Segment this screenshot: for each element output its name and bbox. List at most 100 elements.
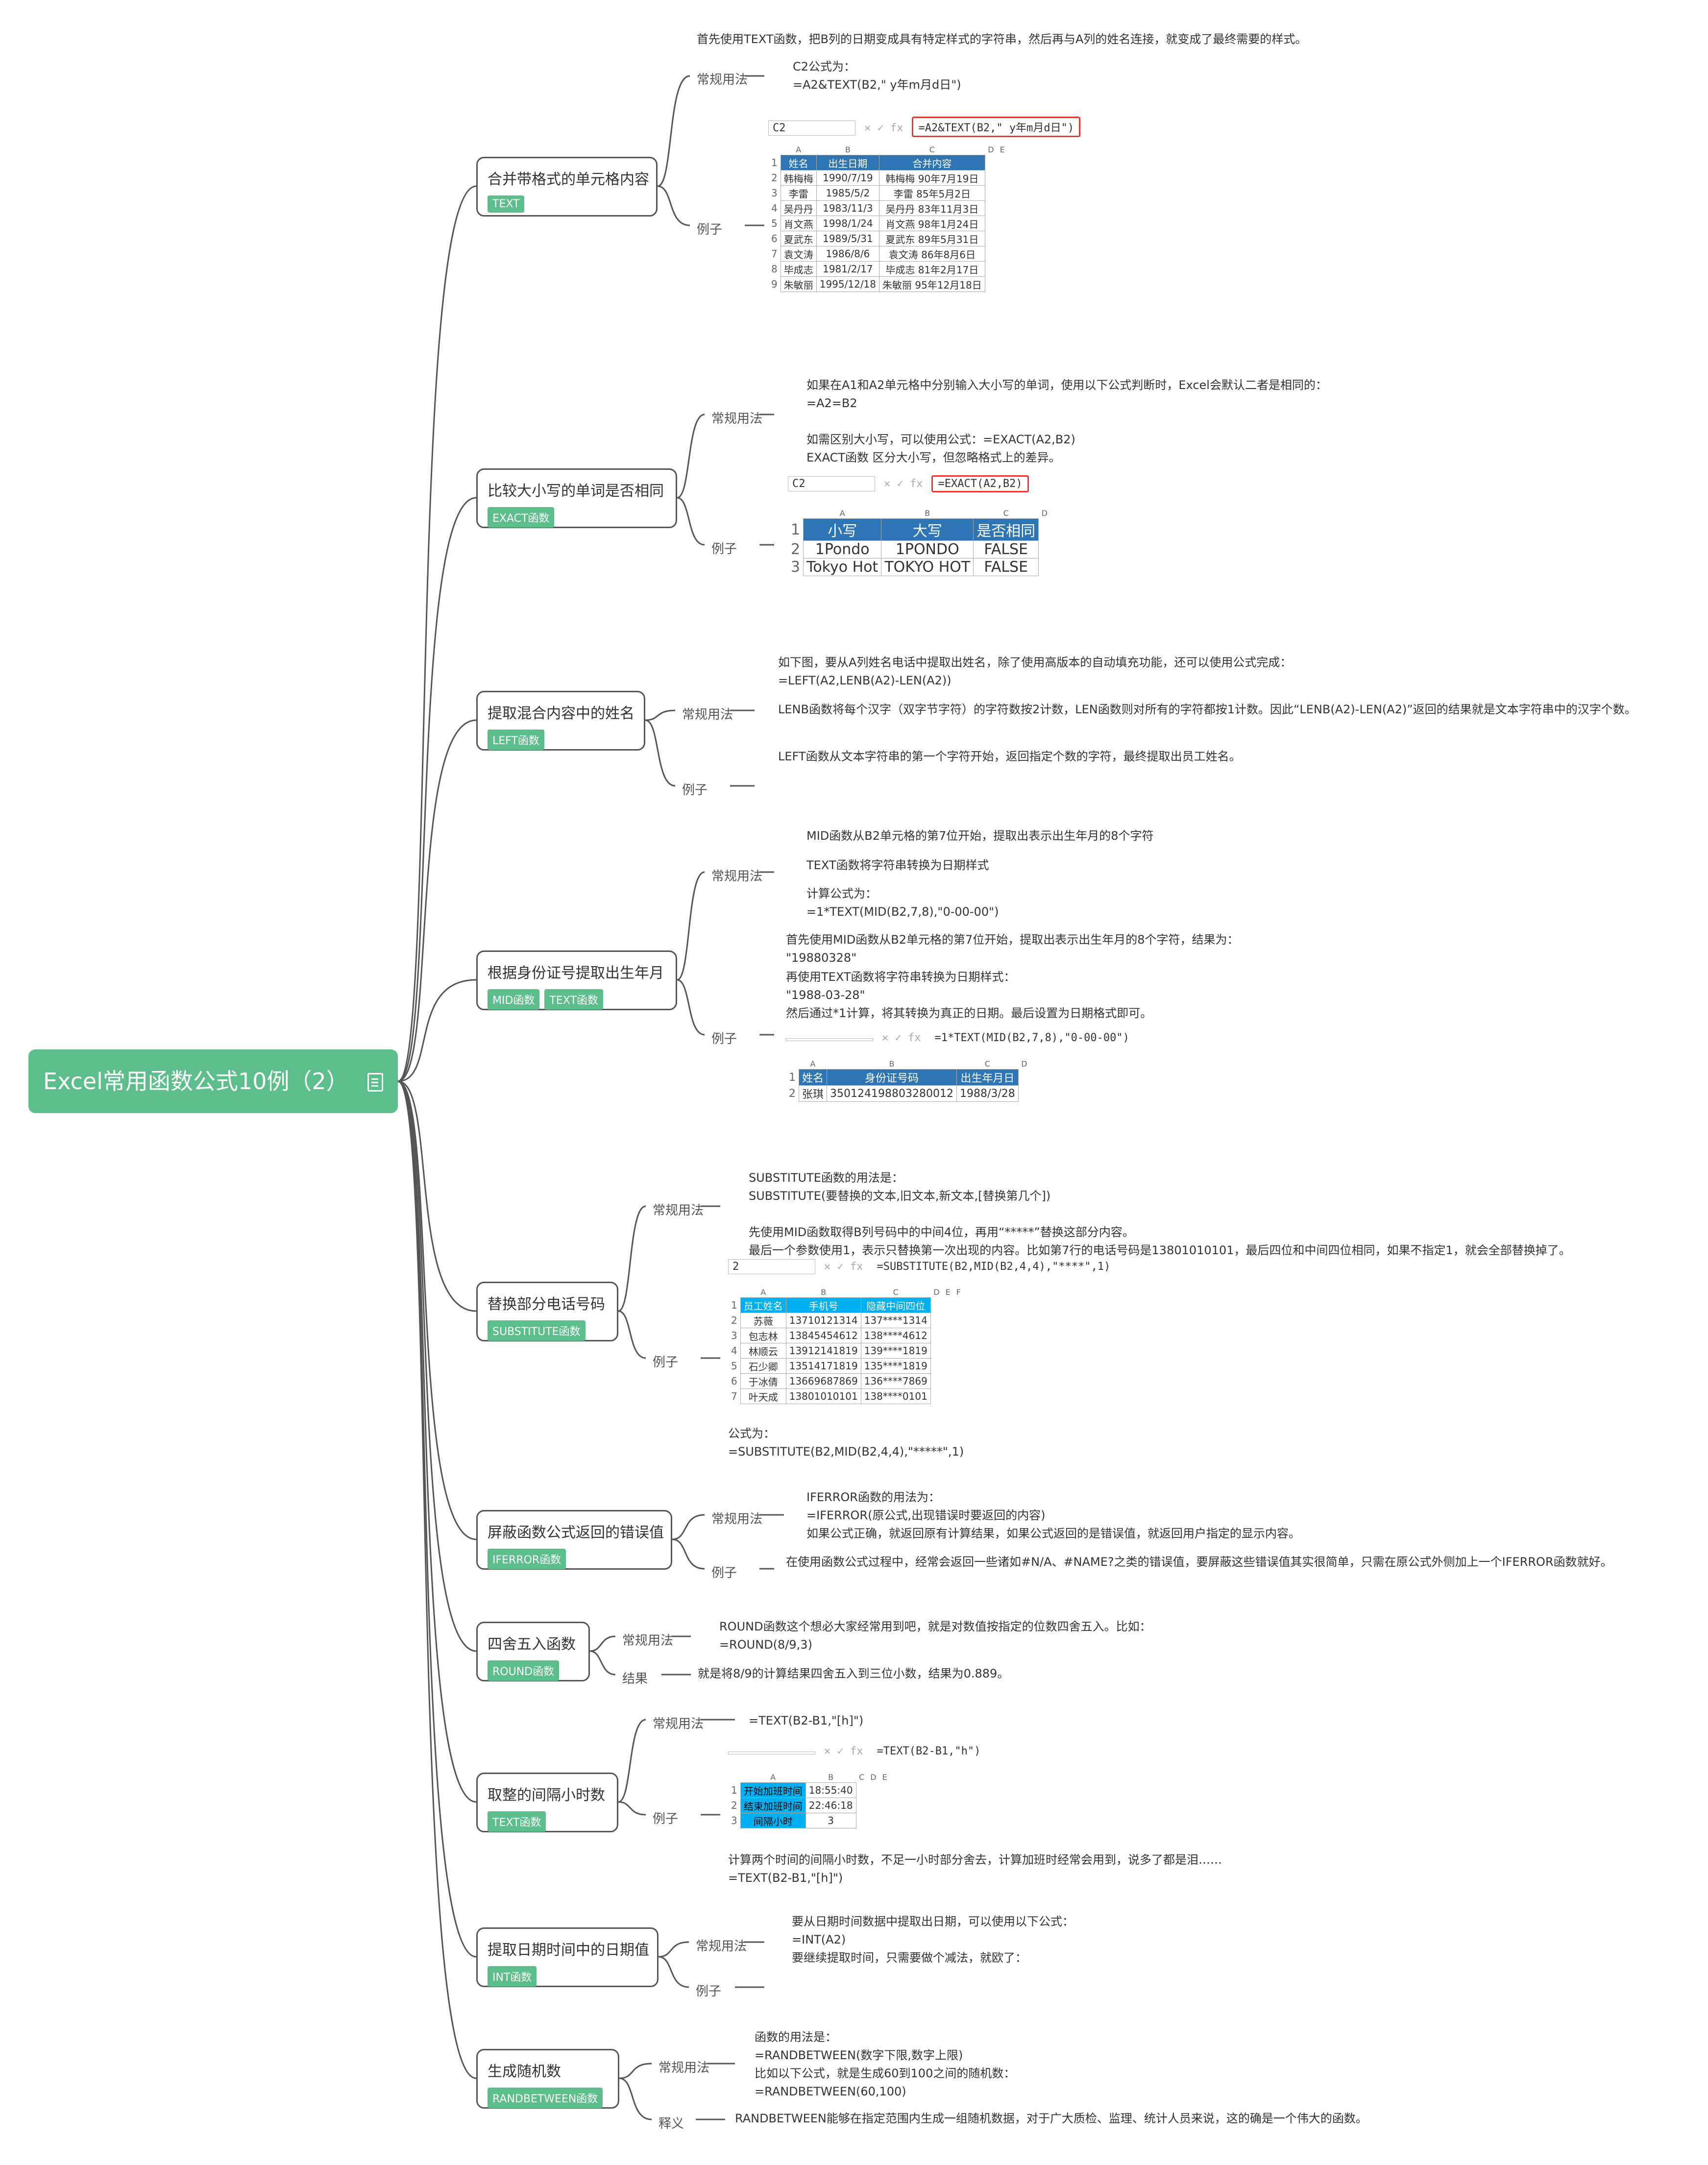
connector-line	[657, 185, 690, 226]
name-box[interactable]: C2	[788, 476, 875, 491]
label-usage: 常规用法	[711, 412, 763, 426]
usage-text: 如果在A1和A2单元格中分别输入大小写的单词，使用以下公式判断时，Excel会默…	[806, 378, 1327, 464]
topic-id-birthdate[interactable]: 根据身份证号提取出生年月 MID函数 TEXT函数	[476, 950, 677, 1010]
usage-text: LENB函数将每个汉字（双字节字符）的字符数按2计数，LEN函数则对所有的字符都…	[778, 703, 1636, 716]
connector-line	[677, 414, 705, 499]
header-cell: 出生日期	[816, 155, 880, 170]
usage-text: LEFT函数从文本字符串的第一个字符开始，返回指定个数的字符，最终提取出员工姓名…	[778, 750, 1241, 763]
label-usage: 常规用法	[711, 869, 763, 884]
meaning-text: RANDBETWEEN能够在指定范围内生成一组随机数据，对于广大质检、监理、统计…	[735, 2112, 1367, 2125]
data-cell: FALSE	[973, 540, 1039, 559]
connector-line	[645, 709, 676, 721]
data-cell: 138****0101	[860, 1388, 931, 1404]
formula-bar: 2✕ ✓ fx=SUBSTITUTE(B2,MID(B2,4,4),"****"…	[728, 1259, 1115, 1279]
topic-substitute-phone[interactable]: 替换部分电话号码 SUBSTITUTE函数	[476, 1282, 618, 1341]
row-number: 2	[791, 541, 801, 558]
row-number: 1	[768, 155, 781, 170]
label-example: 例子	[682, 783, 708, 798]
data-cell: 吴丹丹	[780, 200, 817, 216]
connector-line	[657, 75, 690, 187]
topic-merge-format[interactable]: 合并带格式的单元格内容 TEXT	[476, 157, 658, 217]
connector-line	[619, 2077, 652, 2120]
formula-text: =TEXT(B2-B1,"h")	[877, 1745, 981, 1757]
header-cell: 小写	[803, 518, 882, 541]
connector-line	[672, 1538, 705, 1570]
row-number: 8	[771, 263, 778, 275]
label-example: 例子	[711, 1566, 737, 1581]
column-header: E	[879, 1772, 890, 1783]
name-box[interactable]: 2	[728, 1259, 815, 1274]
data-cell: 袁文涛	[780, 246, 817, 262]
column-header: C	[856, 1772, 868, 1783]
topic-extract-name[interactable]: 提取混合内容中的姓名 LEFT函数	[476, 691, 645, 751]
row-number: 5	[771, 218, 778, 229]
formula-bar: C2✕ ✓ fx=A2&TEXT(B2," y年m月d日")	[768, 117, 1081, 137]
tag: TEXT函数	[488, 1811, 546, 1832]
connector-line	[677, 497, 705, 546]
data-cell: 毕成志 81年2月17日	[879, 261, 985, 277]
column-header: E	[997, 144, 1008, 155]
row-number: 2	[771, 172, 778, 184]
header-cell: 大写	[881, 518, 974, 541]
topic-title: 提取混合内容中的姓名	[488, 705, 634, 722]
connector-line	[397, 1080, 477, 1652]
name-box[interactable]: C2	[768, 121, 855, 136]
data-cell: 张琪	[798, 1085, 828, 1102]
data-cell: 13710121314	[785, 1313, 861, 1328]
connector-line	[658, 1941, 689, 1958]
connector-line	[397, 497, 477, 1082]
formula-bar: ✕ ✓ fx=1*TEXT(MID(B2,7,8),"0-00-00")	[786, 1031, 1134, 1050]
header-cell: 员工姓名	[740, 1297, 786, 1313]
formula-icons: ✕ ✓ fx	[824, 1745, 863, 1757]
topic-compare-case[interactable]: 比较大小写的单词是否相同 EXACT函数	[476, 468, 677, 528]
topic-iferror[interactable]: 屏蔽函数公式返回的错误值 IFERROR函数	[476, 1510, 672, 1570]
usage-text: 如下图，要从A列姓名电话中提取出姓名，除了使用高版本的自动填充功能，还可以使用公…	[778, 656, 1292, 687]
row-number: 3	[771, 187, 778, 199]
name-box[interactable]	[728, 1751, 815, 1754]
label-example: 例子	[711, 1032, 737, 1046]
data-cell: TOKYO HOT	[881, 558, 974, 576]
header-cell: 手机号	[785, 1297, 861, 1313]
column-header: B	[805, 1772, 856, 1783]
formula-bar: ✕ ✓ fx =TEXT(B2-B1,"h")	[728, 1744, 985, 1764]
connector-line	[589, 1635, 616, 1652]
label-example: 例子	[653, 1812, 679, 1826]
header-cell: 出生年月日	[956, 1069, 1019, 1086]
topic-randbetween[interactable]: 生成随机数 RANDBETWEEN函数	[476, 2049, 619, 2109]
topic-title: 屏蔽函数公式返回的错误值	[488, 1524, 664, 1541]
column-header: C	[973, 508, 1039, 519]
data-cell: 1986/8/6	[816, 246, 880, 262]
data-cell: 苏薇	[740, 1313, 786, 1328]
data-cell: 朱敏丽	[780, 276, 817, 292]
data-cell: 139****1819	[860, 1343, 931, 1359]
label-usage: 常规用法	[659, 2061, 710, 2075]
connector-line	[618, 1719, 646, 1803]
topic-round[interactable]: 四舍五入函数 ROUND函数	[476, 1622, 590, 1681]
note-icon[interactable]	[367, 1073, 383, 1092]
example-text: 在使用函数公式过程中，经常会返回一些诸如#N/A、#NAME?之类的错误值，要屏…	[786, 1555, 1612, 1569]
column-header: A	[799, 1058, 827, 1070]
name-box[interactable]	[786, 1038, 873, 1041]
data-cell: 1998/1/24	[816, 216, 880, 231]
topic-int-date[interactable]: 提取日期时间中的日期值 INT函数	[476, 1927, 659, 1987]
root-topic[interactable]: Excel常用函数公式10例（2）	[28, 1049, 398, 1113]
data-cell: 138****4612	[860, 1328, 931, 1343]
row-number: 6	[731, 1375, 737, 1387]
label-example: 例子	[696, 1984, 722, 1999]
connector-line	[397, 1080, 477, 2079]
topic-title: 四舍五入函数	[488, 1636, 576, 1653]
formula-bar: C2✕ ✓ fx=EXACT(A2,B2)	[788, 475, 1029, 495]
topic-hour-interval[interactable]: 取整的间隔小时数 TEXT函数	[476, 1773, 618, 1832]
data-cell: 吴丹丹 83年11月3日	[879, 200, 985, 216]
usage-text: ROUND函数这个想必大家经常用到吧，就是对数值按指定的位数四舍五入。比如： =…	[719, 1620, 1151, 1652]
result-text: 就是将8/9的计算结果四舍五入到三位小数，结果为0.889。	[698, 1667, 1009, 1680]
example-text: 再使用TEXT函数将字符串转换为日期样式： "1988-03-28" 然后通过*…	[786, 970, 1152, 1020]
tag: EXACT函数	[488, 507, 555, 528]
data-cell: 石少卿	[740, 1358, 786, 1374]
column-header: A	[803, 508, 881, 519]
data-cell: 1995/12/18	[816, 276, 880, 292]
tag: ROUND函数	[488, 1660, 560, 1681]
tag: LEFT函数	[488, 730, 544, 750]
column-header: D	[1018, 1058, 1030, 1070]
